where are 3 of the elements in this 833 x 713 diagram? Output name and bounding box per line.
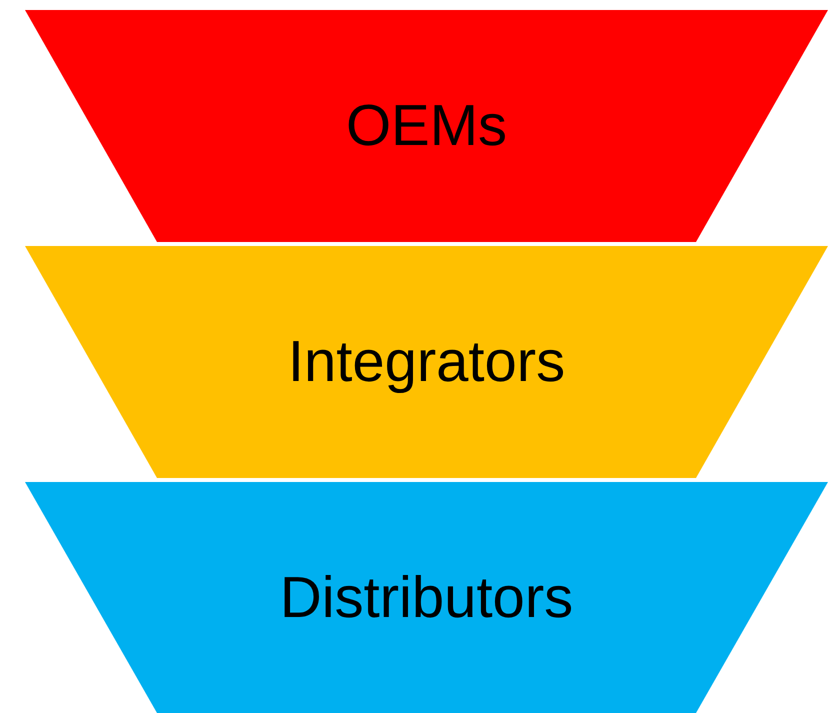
segment-label: Distributors (280, 566, 574, 630)
segment-label: Integrators (288, 330, 566, 394)
segment-label: OEMs (346, 94, 508, 158)
